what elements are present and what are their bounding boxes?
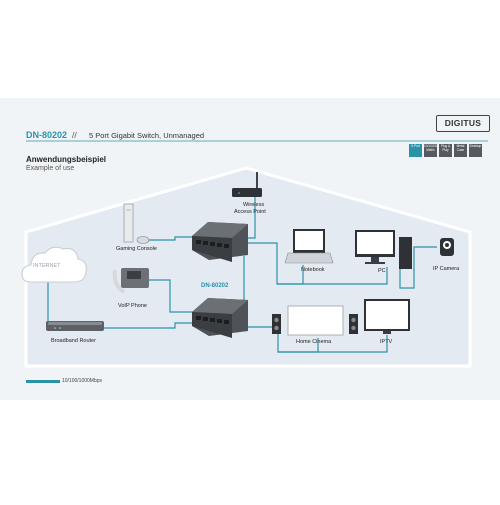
legend-swatch bbox=[26, 380, 60, 383]
pc-device bbox=[355, 230, 412, 269]
gaming-console-device bbox=[123, 203, 150, 244]
title-english: Example of use bbox=[26, 165, 75, 172]
badge-5-port: 5 Port bbox=[409, 144, 422, 157]
switch-2-device bbox=[192, 298, 248, 338]
notebook-device bbox=[284, 229, 334, 264]
label-gaming-console: Gaming Console bbox=[116, 246, 157, 252]
label-ip-camera: IP Camera bbox=[433, 266, 460, 272]
label-pc: PC bbox=[378, 268, 386, 274]
label-wireless-line2: Access Point bbox=[234, 209, 266, 215]
header-separator: // bbox=[72, 130, 77, 140]
cable-switch2-iptv bbox=[278, 335, 388, 353]
badge-speed: 10/100/1000 Mbit/s bbox=[424, 144, 437, 157]
title-german: Anwendungsbeispiel bbox=[26, 155, 107, 164]
label-home-cinema: Home Cinema bbox=[296, 339, 332, 345]
broadband-router-device bbox=[46, 321, 104, 331]
label-voip-phone: VoIP Phone bbox=[118, 303, 147, 309]
iptv-device bbox=[364, 299, 410, 334]
product-description: 5 Port Gigabit Switch, Unmanaged bbox=[89, 131, 205, 140]
ip-camera-device bbox=[440, 238, 454, 256]
house-shape bbox=[24, 166, 472, 368]
switch-1-device bbox=[192, 222, 248, 262]
label-switch-model: DN-80202 bbox=[201, 283, 229, 289]
cable-switch1-pc bbox=[277, 267, 388, 285]
model-number: DN-80202 bbox=[26, 130, 68, 140]
internet-cloud bbox=[21, 246, 87, 283]
label-internet: INTERNET bbox=[33, 263, 61, 269]
digitus-logo: DIGITUS bbox=[436, 115, 490, 132]
badge-desktop: Desktop bbox=[469, 144, 482, 157]
cable-pc-camera bbox=[399, 246, 437, 289]
voip-phone-device bbox=[112, 268, 149, 294]
cable-router-switch2 bbox=[103, 322, 193, 329]
cable-phone-switch2 bbox=[145, 279, 193, 313]
label-broadband-router: Broadband Router bbox=[51, 338, 96, 344]
badge-metal-case: Metal Case bbox=[454, 144, 467, 157]
label-iptv: IPTV bbox=[380, 339, 393, 345]
wireless-ap-device bbox=[232, 172, 262, 197]
cable-console-switch1 bbox=[149, 236, 193, 241]
label-wireless-line1: Wireless bbox=[243, 202, 265, 208]
badge-plug-play: Plug & Play bbox=[439, 144, 452, 157]
legend-text: 10/100/1000Mbps bbox=[62, 378, 103, 384]
label-notebook: Notebook bbox=[301, 267, 325, 273]
home-cinema-device bbox=[272, 305, 358, 336]
network-cables bbox=[47, 196, 437, 353]
